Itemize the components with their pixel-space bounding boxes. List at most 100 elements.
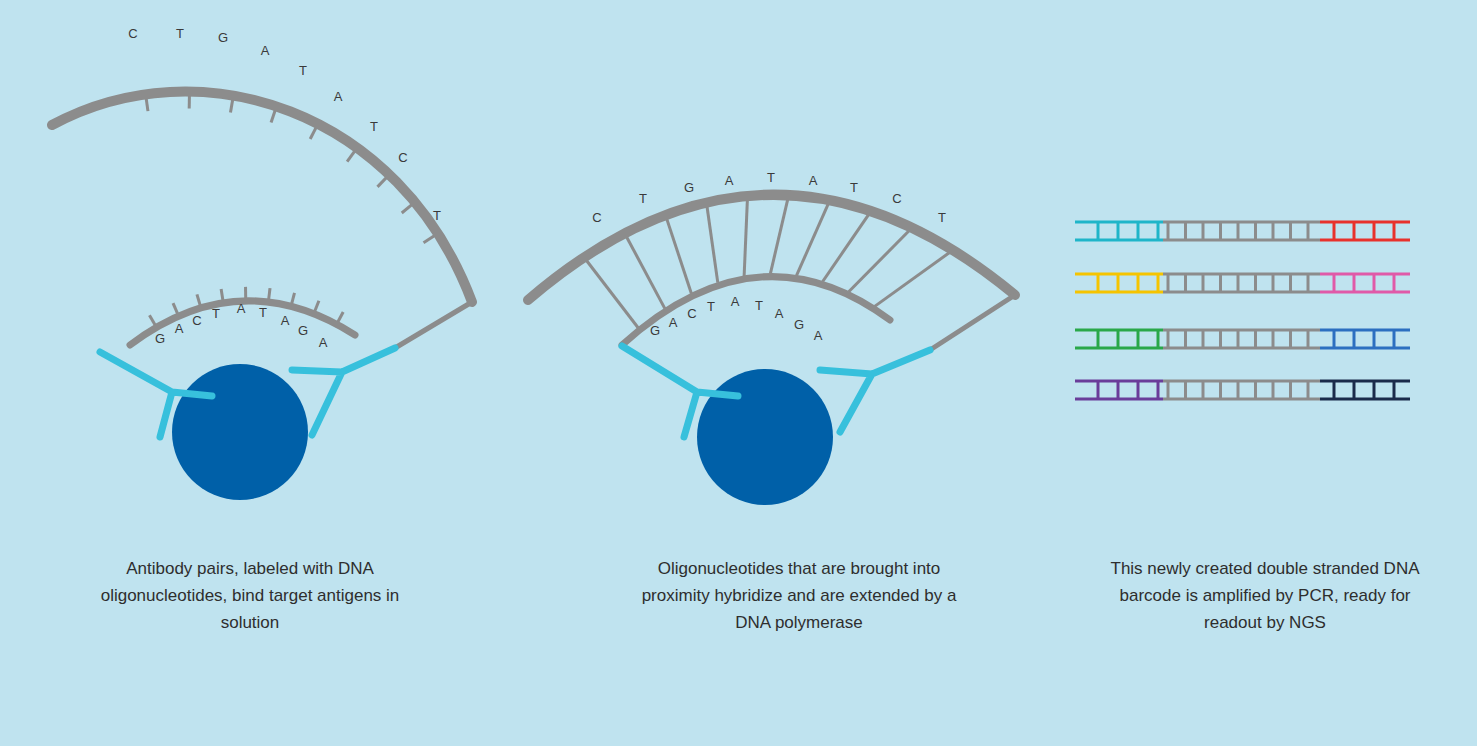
rung	[1117, 222, 1120, 240]
base-letter: T	[176, 27, 184, 40]
base-pair	[626, 236, 665, 308]
rung	[1307, 381, 1310, 399]
rung	[1184, 330, 1187, 348]
base-letter: A	[775, 307, 784, 320]
base-letter: T	[299, 64, 307, 77]
base-letter: G	[794, 318, 804, 331]
rung	[1307, 330, 1310, 348]
base-pair	[667, 219, 692, 294]
rung	[1157, 330, 1160, 348]
base-letter: A	[237, 302, 246, 315]
step-caption: Oligonucleotides that are brought into p…	[629, 555, 969, 636]
rung	[1254, 381, 1257, 399]
rung	[1137, 381, 1140, 399]
base-letter: C	[687, 307, 696, 320]
base-letter: A	[319, 336, 328, 349]
rung	[1117, 381, 1120, 399]
rung	[1117, 330, 1120, 348]
rung	[1219, 381, 1222, 399]
rung	[1393, 222, 1396, 240]
rung	[1167, 222, 1170, 240]
rung	[1333, 381, 1336, 399]
rung	[1307, 222, 1310, 240]
rung	[1333, 330, 1336, 348]
rung	[1202, 330, 1205, 348]
rung	[1289, 274, 1292, 292]
rung	[1373, 274, 1376, 292]
base-letter: T	[850, 181, 858, 194]
rung	[1184, 222, 1187, 240]
rung	[1237, 274, 1240, 292]
rung	[1353, 381, 1356, 399]
base-letter: A	[334, 90, 343, 103]
base-letter: C	[892, 192, 901, 205]
rung	[1219, 222, 1222, 240]
rung	[1202, 381, 1205, 399]
rung	[1237, 381, 1240, 399]
rung	[1137, 222, 1140, 240]
rung	[1202, 274, 1205, 292]
rung	[1353, 274, 1356, 292]
rung	[1202, 222, 1205, 240]
rung	[1353, 330, 1356, 348]
base-letter: T	[212, 307, 220, 320]
base-letter: A	[669, 316, 678, 329]
base-letter: A	[731, 295, 740, 308]
rung	[1137, 330, 1140, 348]
rung	[1157, 222, 1160, 240]
base-letter: T	[639, 192, 647, 205]
base-letter: A	[175, 322, 184, 335]
rung	[1393, 330, 1396, 348]
rung	[1289, 222, 1292, 240]
antibody	[100, 348, 395, 437]
rung	[1219, 330, 1222, 348]
base-letter: T	[259, 306, 267, 319]
rung	[1157, 381, 1160, 399]
base-letter: C	[192, 314, 201, 327]
base-letter: T	[433, 209, 441, 222]
base-pair	[875, 252, 950, 306]
rung	[1254, 222, 1257, 240]
rung	[1272, 222, 1275, 240]
step-caption: This newly created double stranded DNA b…	[1105, 555, 1425, 636]
base-letter: T	[767, 171, 775, 184]
dna-strand	[528, 195, 1015, 300]
base-pair	[744, 200, 747, 276]
rung	[1167, 381, 1170, 399]
step-caption: Antibody pairs, labeled with DNA oligonu…	[85, 555, 415, 636]
rung	[1219, 274, 1222, 292]
rung	[1254, 330, 1257, 348]
base-letter: C	[592, 211, 601, 224]
base-letter: A	[725, 174, 734, 187]
base-pair	[797, 204, 829, 276]
rung	[1157, 274, 1160, 292]
rung	[1272, 330, 1275, 348]
antigen	[697, 369, 833, 505]
rung	[1237, 330, 1240, 348]
rung	[1289, 381, 1292, 399]
dna-strand	[52, 92, 472, 302]
rung	[1373, 222, 1376, 240]
base-letter: T	[755, 299, 763, 312]
rung	[1353, 222, 1356, 240]
rung	[1097, 381, 1100, 399]
base-pair	[586, 260, 638, 328]
rung	[1307, 274, 1310, 292]
linker	[930, 295, 1015, 350]
base-letter: C	[398, 151, 407, 164]
base-letter: T	[938, 211, 946, 224]
base-pair	[770, 199, 787, 273]
rung	[1184, 274, 1187, 292]
linker	[395, 302, 472, 348]
base-letter: A	[814, 329, 823, 342]
base-letter: G	[684, 181, 694, 194]
rung	[1272, 274, 1275, 292]
rung	[1254, 274, 1257, 292]
strand-ticks	[146, 92, 438, 328]
base-pair	[823, 214, 869, 281]
rung	[1393, 274, 1396, 292]
dna-strand	[622, 277, 890, 345]
rung	[1167, 274, 1170, 292]
base-pair	[849, 230, 910, 291]
